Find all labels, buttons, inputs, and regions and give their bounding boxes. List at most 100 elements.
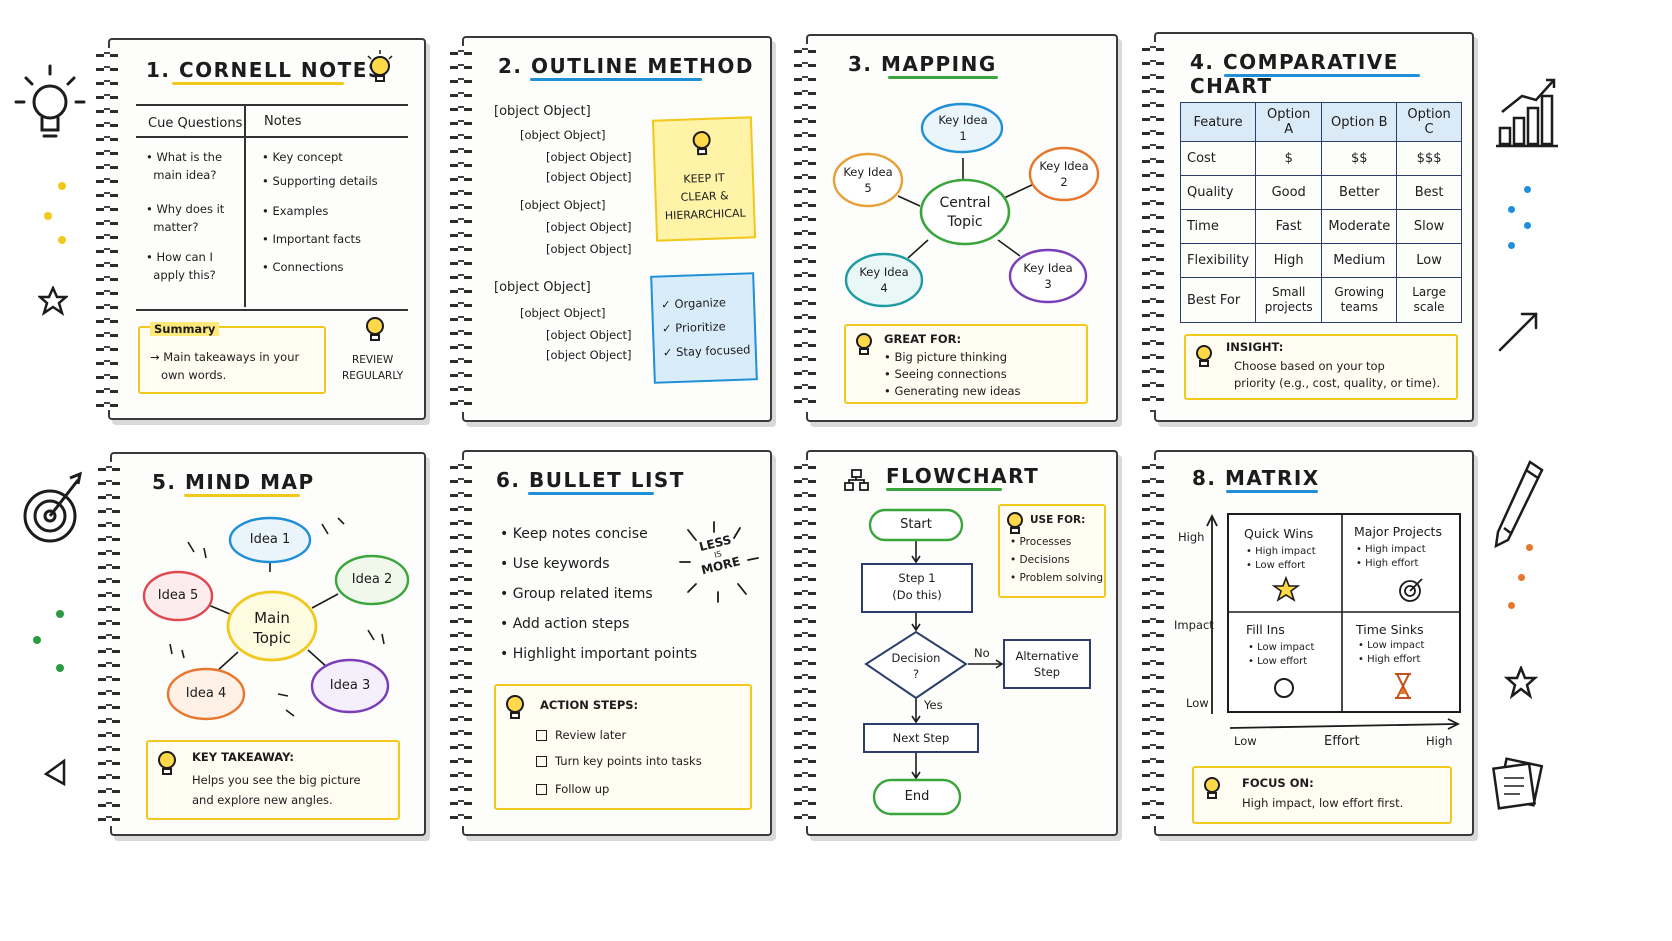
table-cell: Best	[1396, 175, 1462, 210]
note-item-3: • Examples	[262, 204, 329, 218]
bullet-list-card: 6. BULLET LIST • Keep notes concise • Us…	[450, 450, 772, 836]
outline-line: [object Object]	[546, 328, 632, 342]
spiral-binding	[794, 460, 816, 826]
card-title: 8. MATRIX	[1192, 466, 1320, 490]
star-icon	[1504, 666, 1538, 700]
action-item[interactable]: Review later	[536, 728, 626, 742]
spiral-binding	[98, 462, 120, 826]
x-high-label: High	[1426, 734, 1453, 748]
outline-line: [object Object]	[520, 198, 606, 212]
great-for-item-1: • Big picture thinking	[884, 350, 1008, 364]
table-cell: Good	[1255, 175, 1323, 210]
quadrant-title: Major Projects	[1354, 524, 1442, 539]
bullet-item-text: Highlight important points	[512, 646, 697, 662]
outline-line: [object Object]	[520, 306, 606, 320]
great-for-label: GREAT FOR:	[884, 332, 962, 346]
flowchart-diagram	[861, 508, 1091, 816]
flow-arrow-head	[911, 771, 921, 780]
star-icon	[38, 286, 68, 316]
decision-label: Decision ?	[891, 651, 941, 681]
quadrant-title: Fill Ins	[1246, 622, 1285, 637]
y-axis-arrowhead	[1206, 513, 1218, 527]
lightbulb-icon	[14, 64, 86, 138]
checkbox[interactable]	[536, 756, 547, 767]
yellow-dot	[58, 236, 66, 244]
great-for-item-3: • Generating new ideas	[884, 384, 1021, 398]
table-cell: Moderate	[1321, 209, 1398, 244]
circle-icon	[1274, 678, 1294, 698]
bullet-item: • Use keywords	[500, 556, 610, 572]
card-title: 2. OUTLINE METHOD	[498, 54, 754, 78]
quadrant-item: • High impact	[1246, 546, 1316, 557]
cue-question-3: • How can I apply this?	[146, 250, 216, 282]
summary-text: → Main takeaways in your own words.	[150, 350, 300, 382]
lightbulb-icon	[692, 131, 711, 156]
key-takeaway-text: Helps you see the big picture and explor…	[192, 773, 361, 807]
idea-node-1	[228, 516, 312, 564]
quadrant-item: • Low effort	[1246, 560, 1306, 571]
title-underline	[528, 492, 654, 495]
idea-node-2	[334, 554, 410, 606]
insight-label: INSIGHT:	[1226, 340, 1284, 354]
table-cell: Slow	[1396, 209, 1462, 244]
use-for-box: USE FOR: • Processes • Decisions • Probl…	[998, 504, 1106, 598]
cornell-divider	[244, 104, 246, 307]
blue-dot	[1524, 186, 1531, 193]
green-dot	[56, 664, 64, 672]
card-title: 4. COMPARATIVE CHART	[1190, 50, 1399, 98]
table-cell: Better	[1321, 175, 1398, 210]
focus-on-box: FOCUS ON: High impact, low effort first.	[1192, 766, 1452, 824]
blue-dot	[1524, 222, 1531, 229]
table-cell: Medium	[1321, 243, 1398, 278]
great-for-item-2: • Seeing connections	[884, 367, 1007, 381]
main-topic-node	[226, 590, 318, 662]
action-steps-box: ACTION STEPS: Review later Turn key poin…	[494, 684, 752, 810]
insight-box: INSIGHT: Choose based on your top priori…	[1184, 334, 1458, 400]
accent-stroke	[381, 633, 385, 645]
table-row: Quality Good Better Best	[1179, 175, 1462, 210]
sticky-blue-item-1: ✓ Organize	[660, 295, 727, 312]
start-node	[868, 508, 964, 542]
outline-line: [object Object]	[546, 242, 632, 256]
main-topic-label: Main Topic	[253, 609, 291, 647]
sticky-blue-item-3: ✓ Stay focused	[662, 342, 751, 360]
idea-node-3	[310, 658, 390, 714]
end-label: End	[904, 789, 930, 804]
outline-line: [object Object]	[494, 280, 591, 295]
key-takeaway-box: KEY TAKEAWAY: Helps you see the big pict…	[146, 740, 400, 820]
step1-node	[861, 563, 973, 613]
orange-dot	[1526, 544, 1533, 551]
outline-line: [object Object]	[546, 170, 632, 184]
bar-chart-icon	[1496, 78, 1558, 148]
triangle-icon	[43, 758, 66, 787]
checkbox[interactable]	[536, 730, 547, 741]
row-label: Flexibility	[1179, 243, 1257, 278]
notes-stack-icon	[1491, 757, 1544, 810]
key-takeaway-label: KEY TAKEAWAY:	[192, 750, 294, 764]
connector	[1003, 183, 1035, 199]
matrix-card: 8. MATRIX High Impact Low Low Effort Hig…	[1142, 450, 1474, 836]
x-axis	[1229, 723, 1457, 729]
action-item-text: Follow up	[555, 782, 610, 796]
accent-stroke	[169, 643, 173, 655]
flow-arrow-head	[911, 623, 921, 632]
table-cell: Fast	[1255, 209, 1323, 244]
card-title: 5. MIND MAP	[152, 470, 315, 494]
action-item[interactable]: Turn key points into tasks	[536, 754, 702, 768]
action-item[interactable]: Follow up	[536, 782, 609, 796]
note-item-5: • Connections	[262, 260, 344, 274]
review-note: REVIEW REGULARLY	[342, 354, 404, 382]
checkbox[interactable]	[536, 784, 547, 795]
focus-on-label: FOCUS ON:	[1242, 776, 1314, 790]
bullet-item: • Highlight important points	[500, 646, 697, 662]
yellow-dot	[44, 212, 52, 220]
orange-dot	[1518, 574, 1525, 581]
table-row: Best For Small projects Growing teams La…	[1179, 277, 1462, 323]
accent-stroke	[337, 517, 345, 525]
idea-label-2: Idea 2	[351, 572, 393, 587]
connector	[311, 593, 339, 609]
quadrant-item: • Low impact	[1358, 640, 1425, 651]
comparison-table: Feature Option A Option B Option C Cost …	[1179, 102, 1462, 323]
key-idea-label-5: Key Idea 5	[843, 165, 893, 195]
blue-dot	[1508, 206, 1515, 213]
